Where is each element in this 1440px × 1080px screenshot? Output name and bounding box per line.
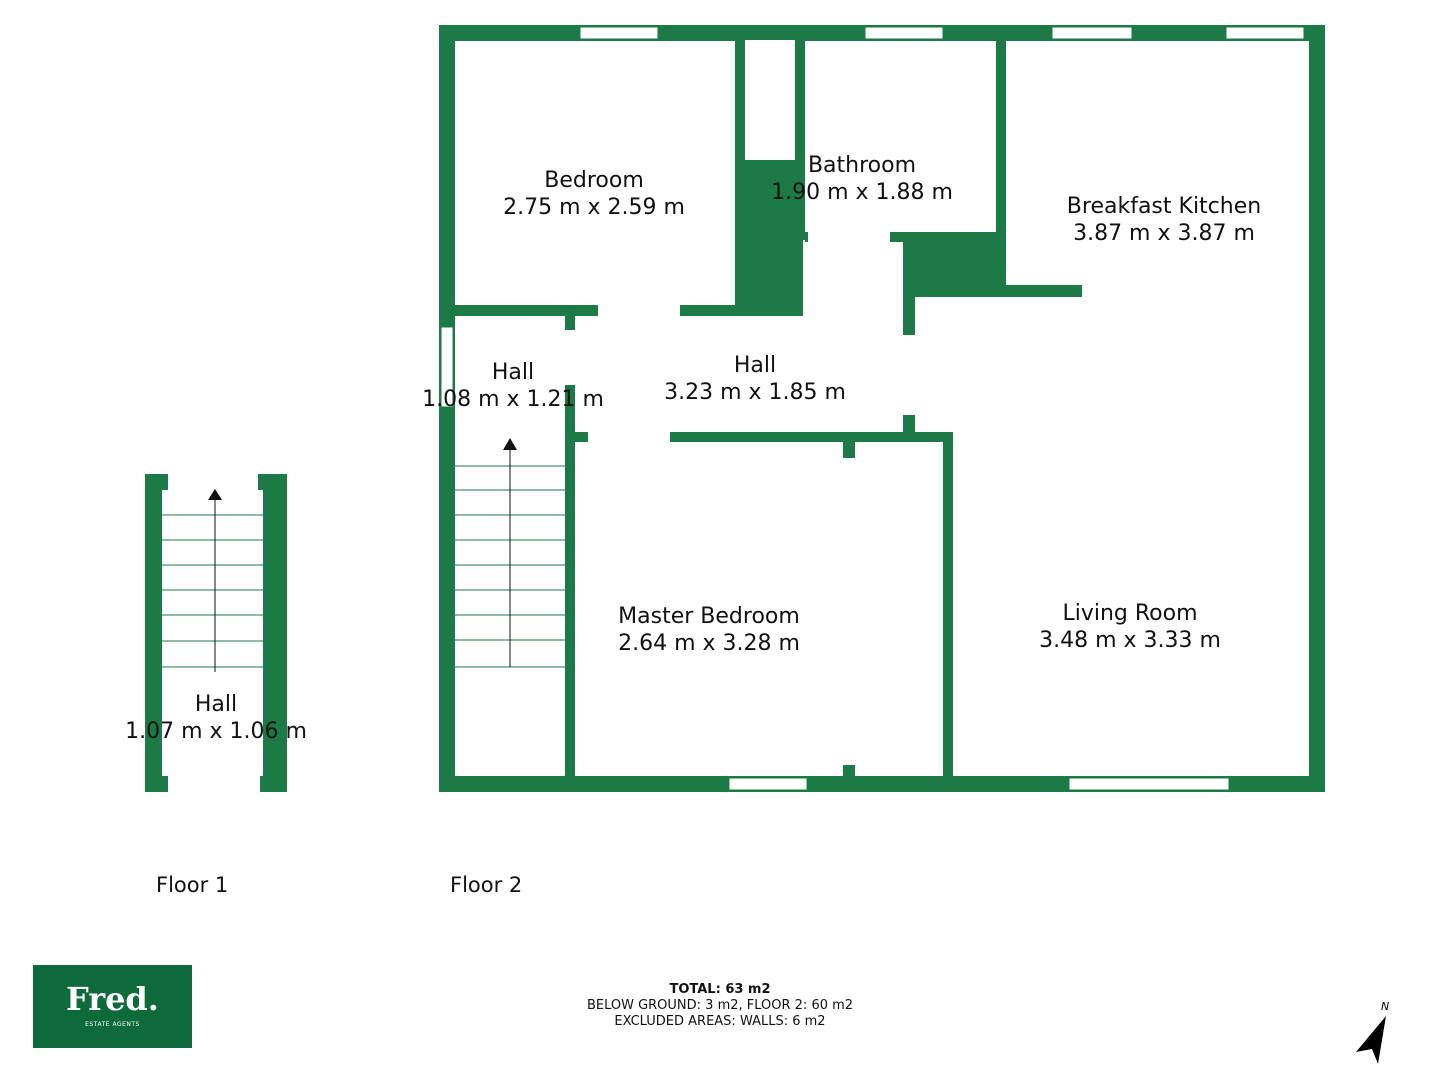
floor-1-label: Floor 1 <box>156 873 229 897</box>
excluded-areas: EXCLUDED AREAS: WALLS: 6 m2 <box>614 1014 826 1029</box>
room-name: Breakfast Kitchen <box>1066 194 1262 219</box>
floor-2-walls <box>439 25 1325 792</box>
room-name: Living Room <box>1062 601 1198 626</box>
room-name: Hall <box>491 360 535 385</box>
stairs-floor-1 <box>162 489 263 672</box>
room-size: 1.08 m x 1.21 m <box>422 387 604 412</box>
area-totals: TOTAL: 63 m2 BELOW GROUND: 3 m2, FLOOR 2… <box>587 982 853 1030</box>
logo-name: Fred. <box>66 980 159 1018</box>
total-area: TOTAL: 63 m2 <box>669 982 771 997</box>
north-label: N <box>1381 1000 1390 1013</box>
floor-2-openings <box>565 40 915 442</box>
floor-2-label: Floor 2 <box>450 873 523 897</box>
area-breakdown: BELOW GROUND: 3 m2, FLOOR 2: 60 m2 <box>586 998 854 1013</box>
logo-tagline: ESTATE AGENTS <box>85 1021 140 1028</box>
room-size: 1.07 m x 1.06 m <box>125 719 307 744</box>
room-size: 2.64 m x 3.28 m <box>618 631 800 656</box>
room-name: Hall <box>733 353 777 378</box>
room-name: Hall <box>194 692 238 717</box>
room-name: Master Bedroom <box>618 604 800 629</box>
room-size: 1.90 m x 1.88 m <box>771 180 953 205</box>
stairs-floor-2 <box>455 438 565 668</box>
room-name: Bathroom <box>807 153 917 178</box>
room-size: 2.75 m x 2.59 m <box>503 195 685 220</box>
north-arrow-icon: N <box>1352 1000 1392 1069</box>
windows <box>440 26 1305 791</box>
fred-logo: Fred. ESTATE AGENTS <box>33 965 192 1048</box>
floor-1-walls <box>145 474 287 792</box>
room-size: 3.23 m x 1.85 m <box>664 380 846 405</box>
room-size: 3.48 m x 3.33 m <box>1039 628 1221 653</box>
room-size: 3.87 m x 3.87 m <box>1073 221 1255 246</box>
room-name: Bedroom <box>544 168 644 193</box>
